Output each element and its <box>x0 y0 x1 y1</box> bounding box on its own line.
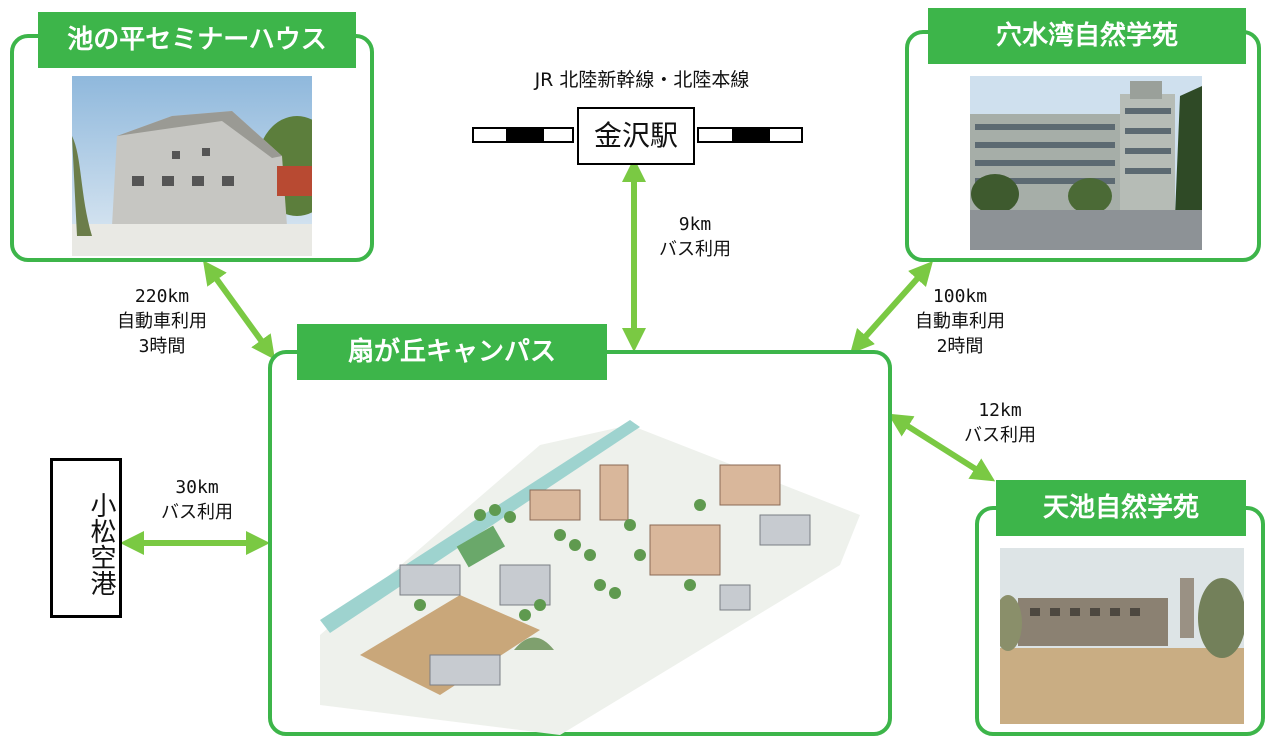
amaike-photo <box>1000 548 1244 724</box>
route-mode-anamizu: 自動車利用 <box>915 311 1005 332</box>
ikenotaira-photo <box>72 76 312 256</box>
route-mode-amaike: バス利用 <box>964 425 1036 446</box>
route-mode-kanazawa: バス利用 <box>659 239 731 260</box>
route-mode-komatsu: バス利用 <box>161 502 233 523</box>
route-distance-amaike: 12km <box>978 400 1022 421</box>
route-distance-kanazawa: 9km <box>678 214 712 235</box>
kanazawa-station-box: 金沢駅 <box>577 107 695 165</box>
campus-map-illustration <box>300 405 860 735</box>
anamizu-title: 穴水湾自然学苑 <box>928 8 1246 64</box>
route-mode-ikenotaira: 自動車利用 <box>117 311 207 332</box>
komatsu-airport-box: 小松空港 <box>50 458 122 618</box>
anamizu-photo <box>970 76 1202 250</box>
ikenotaira-title: 池の平セミナーハウス <box>38 12 356 68</box>
arrow-amaike <box>887 413 996 482</box>
route-label-kanazawa: 9km バス利用 <box>640 212 750 262</box>
route-label-anamizu: 100km 自動車利用 2時間 <box>890 284 1030 359</box>
route-label-amaike: 12km バス利用 <box>945 398 1055 448</box>
amaike-title: 天池自然学苑 <box>996 480 1246 536</box>
route-label-ikenotaira: 220km 自動車利用 3時間 <box>92 284 232 359</box>
route-distance-anamizu: 100km <box>932 286 988 307</box>
route-label-komatsu: 30km バス利用 <box>142 475 252 525</box>
route-time-ikenotaira: 3時間 <box>138 336 186 357</box>
route-time-anamizu: 2時間 <box>936 336 984 357</box>
route-distance-komatsu: 30km <box>175 477 219 498</box>
arrow-anamizu <box>850 261 933 354</box>
kanazawa-line-label: JR 北陸新幹線・北陸本線 <box>534 69 750 91</box>
arrow-ikenotaira <box>202 260 276 360</box>
ogigaoka-title: 扇が丘キャンパス <box>297 324 607 380</box>
rail-track-icon <box>472 127 803 143</box>
route-distance-ikenotaira: 220km <box>134 286 190 307</box>
